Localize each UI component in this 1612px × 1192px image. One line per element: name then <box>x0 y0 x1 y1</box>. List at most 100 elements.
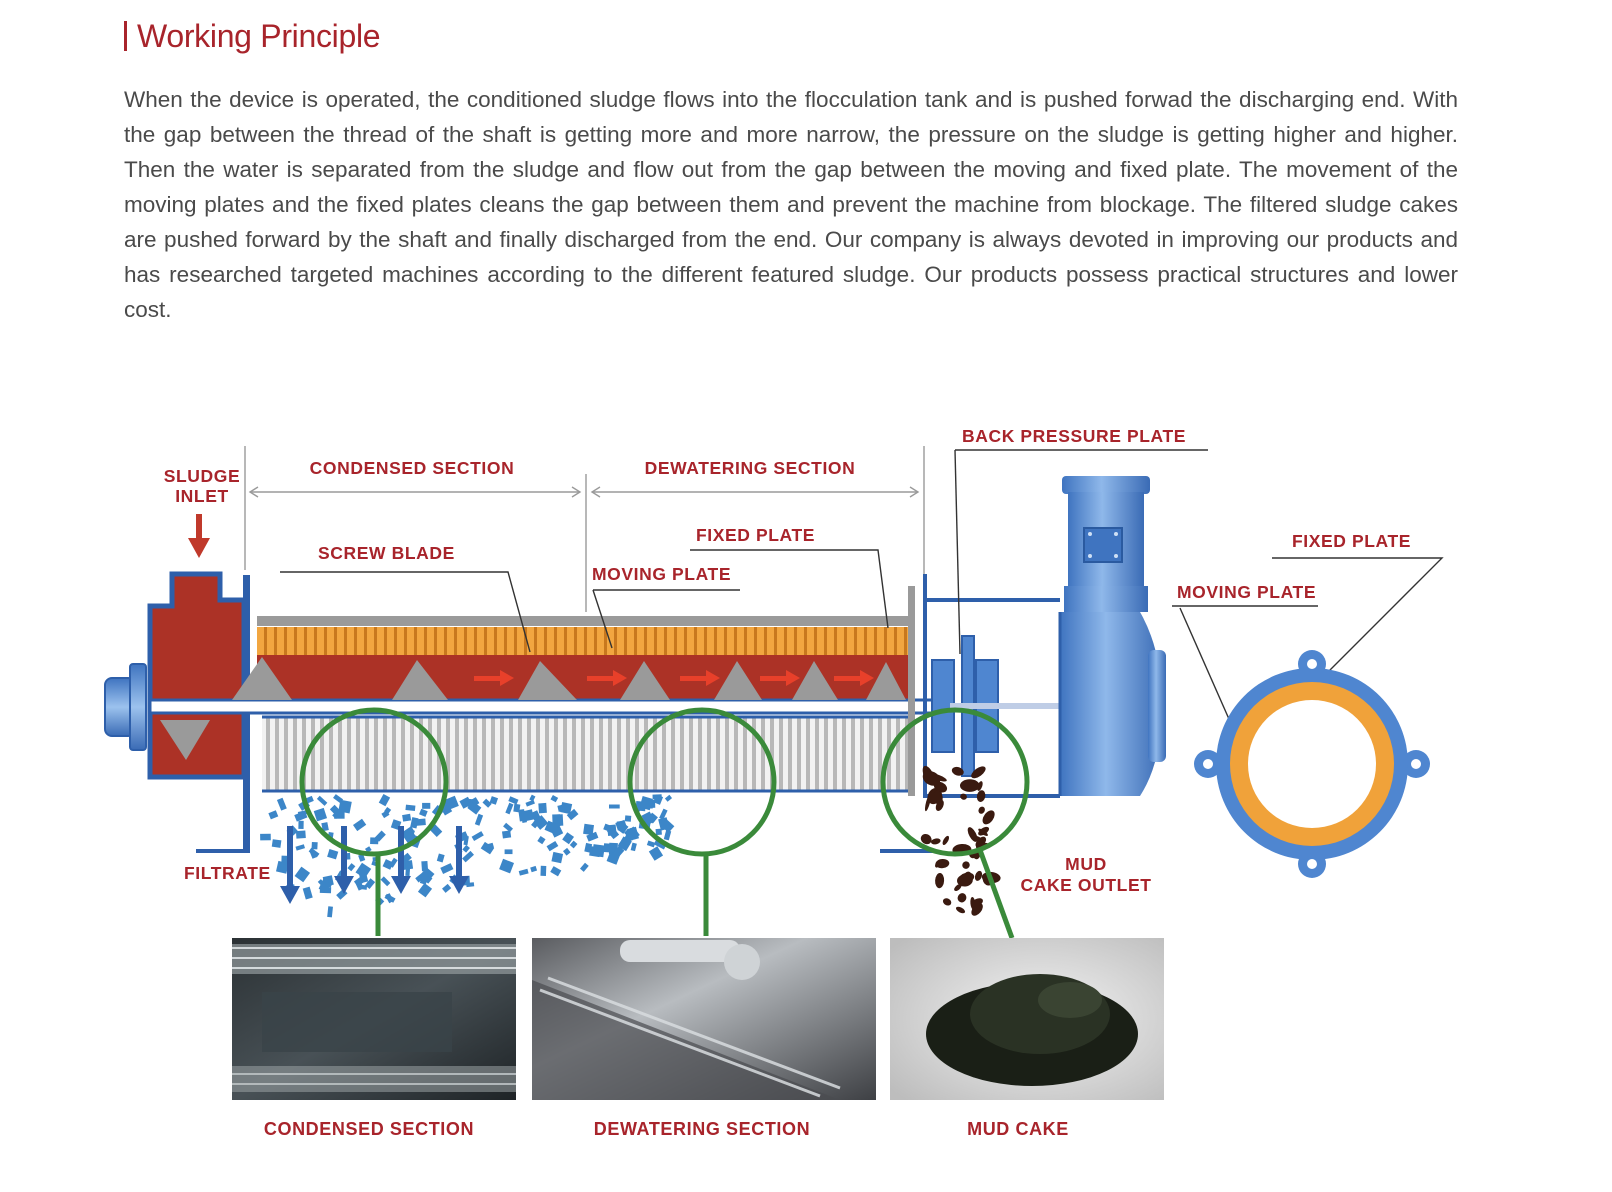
label-moving-plate: MOVING PLATE <box>592 564 731 584</box>
label-sludge-inlet-2: INLET <box>175 486 229 506</box>
caption-dewatering-section: DEWATERING SECTION <box>594 1119 810 1139</box>
filtrate-droplet <box>354 879 364 891</box>
filtrate-droplet <box>308 847 320 858</box>
mud-chunk <box>971 766 986 779</box>
filtrate-droplet <box>551 851 564 864</box>
filtrate-droplet <box>413 818 426 826</box>
mud-chunk <box>960 779 980 792</box>
filtrate-droplet <box>260 833 271 841</box>
filtrate-droplet <box>321 822 329 832</box>
mud-chunk <box>951 766 964 776</box>
filtrate-splashes <box>260 794 675 918</box>
plate-cross-section <box>1194 650 1430 878</box>
page-title: Working Principle <box>137 17 381 54</box>
caption-mud-cake: MUD CAKE <box>967 1119 1069 1139</box>
label-filtrate: FILTRATE <box>184 863 271 883</box>
drum-top-cover <box>257 616 911 626</box>
mud-chunk <box>954 884 962 892</box>
filtrate-droplet <box>538 802 547 814</box>
filtrate-droplet <box>563 847 571 856</box>
filtrate-droplet <box>544 820 559 835</box>
label-back-pressure-plate: BACK PRESSURE PLATE <box>962 426 1186 446</box>
filtrate-droplet <box>302 886 313 900</box>
magnifier-circles <box>299 707 1030 939</box>
label-sludge-inlet: SLUDGE <box>164 466 241 486</box>
filtrate-droplet <box>271 839 282 848</box>
filtrate-droplet <box>358 853 366 862</box>
mud-chunk <box>932 790 943 805</box>
filtrate-droplet <box>440 863 454 874</box>
mud-chunk <box>942 898 952 906</box>
filtrate-droplet <box>295 844 305 851</box>
mud-chunk <box>920 833 932 845</box>
filtrate-droplet <box>499 858 515 874</box>
filtrate-droplet <box>459 796 472 809</box>
filtrate-droplet <box>606 851 621 865</box>
filtrate-droplet <box>518 809 526 822</box>
filtrate-droplet <box>359 872 369 884</box>
filtrate-droplet <box>530 865 538 873</box>
filtrate-droplet <box>635 801 646 812</box>
filtrate-droplet <box>518 868 529 876</box>
filtrate-droplet <box>525 799 535 807</box>
flocculation-tank <box>147 571 247 780</box>
filtrate-droplet <box>378 794 391 807</box>
label-ring-moving-plate: MOVING PLATE <box>1177 582 1316 602</box>
filtrate-droplet <box>550 866 562 877</box>
inlet-screw-blade <box>160 720 210 760</box>
filtrate-droplet <box>382 859 394 870</box>
filtrate-droplet <box>402 813 412 822</box>
photo-dewatering-section <box>532 938 876 1100</box>
filtrate-droplet <box>529 794 536 802</box>
mud-chunk <box>967 827 978 842</box>
filtrate-droplet <box>566 808 579 821</box>
filtrate-droplet <box>405 804 416 811</box>
filtrate-droplet <box>609 804 620 809</box>
filtrate-droplet <box>624 815 632 822</box>
filtrate-droplet <box>586 831 599 842</box>
label-screw-blade: SCREW BLADE <box>318 543 455 563</box>
mud-chunk <box>962 861 970 869</box>
filtrate-droplet <box>384 893 396 903</box>
mud-chunk <box>974 870 983 881</box>
filtrate-droplet <box>365 846 372 853</box>
filtrate-droplet <box>436 853 445 863</box>
photo-mud-cake <box>890 938 1164 1100</box>
screw-blades <box>232 657 906 700</box>
filtrate-droplet <box>550 795 559 803</box>
filtrate-droplet <box>471 831 484 842</box>
filtrate-droplet <box>562 832 575 845</box>
filtrate-droplet <box>327 849 339 860</box>
filtrate-droplet <box>333 794 344 804</box>
filtrate-droplet <box>628 826 640 839</box>
filtrate-droplet <box>327 906 333 918</box>
sludge-flow-arrows <box>474 670 874 686</box>
filtrate-droplet <box>419 872 430 885</box>
filtrate-droplet <box>474 813 484 826</box>
filtrate-droplet <box>663 829 672 841</box>
filtrate-droplet <box>617 836 632 852</box>
filtrate-droplet <box>352 818 367 832</box>
mud-chunk <box>935 859 942 868</box>
mud-chunk <box>922 771 941 786</box>
filtrate-droplet <box>546 841 559 852</box>
section-header: Working Principle <box>124 16 381 56</box>
mud-chunk <box>930 838 941 845</box>
filtrate-droplet <box>313 807 328 822</box>
filtrate-droplet <box>295 830 306 839</box>
filtrate-droplet <box>591 844 605 858</box>
filtrate-droplet <box>505 802 514 815</box>
mud-cake-chunks <box>920 765 1001 916</box>
filtrate-droplet <box>417 883 433 898</box>
screw-shaft <box>148 698 952 715</box>
mud-chunk <box>955 906 966 914</box>
filtrate-droplet <box>648 846 664 861</box>
filtrate-droplet <box>318 878 332 893</box>
filtrate-droplet <box>603 843 614 853</box>
filtrate-droplet <box>347 863 356 872</box>
mud-chunk <box>978 806 985 814</box>
filtrate-droplet <box>508 796 519 805</box>
filtrate-droplet <box>334 809 345 819</box>
mud-chunk <box>971 898 983 907</box>
